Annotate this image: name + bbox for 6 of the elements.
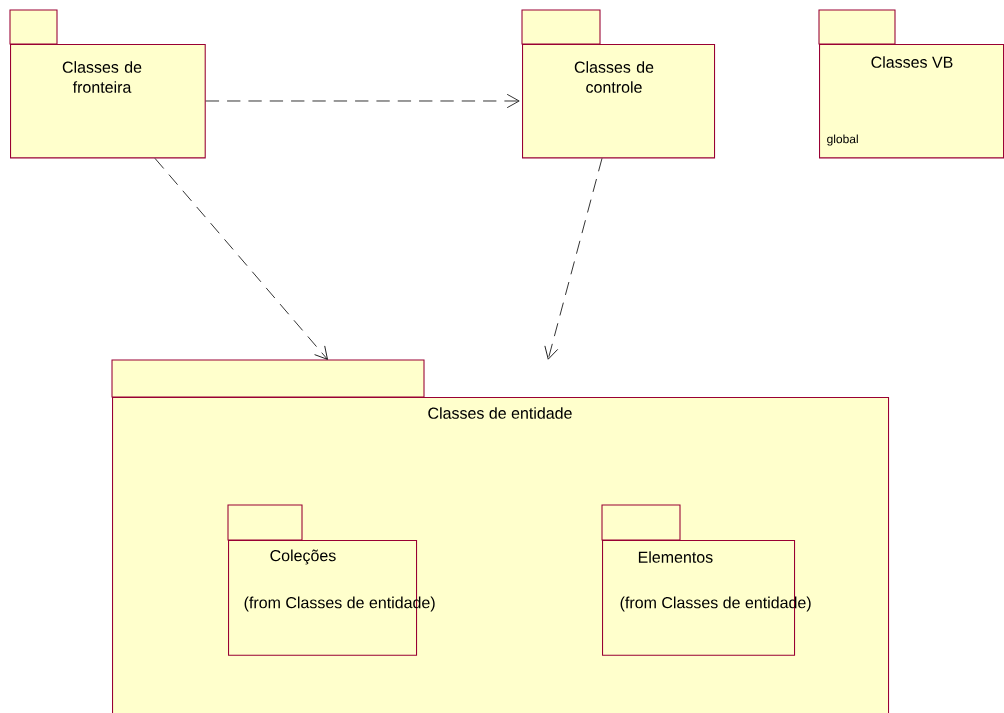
package-box: Classes de fronteira — [9, 9, 206, 159]
dependency-arrow — [205, 93, 520, 109]
package-box: Classes VB global — [818, 9, 1004, 159]
dependency-arrow — [544, 158, 603, 360]
package-box: Classes de controle — [521, 9, 716, 159]
dependency-arrow — [154, 158, 328, 360]
